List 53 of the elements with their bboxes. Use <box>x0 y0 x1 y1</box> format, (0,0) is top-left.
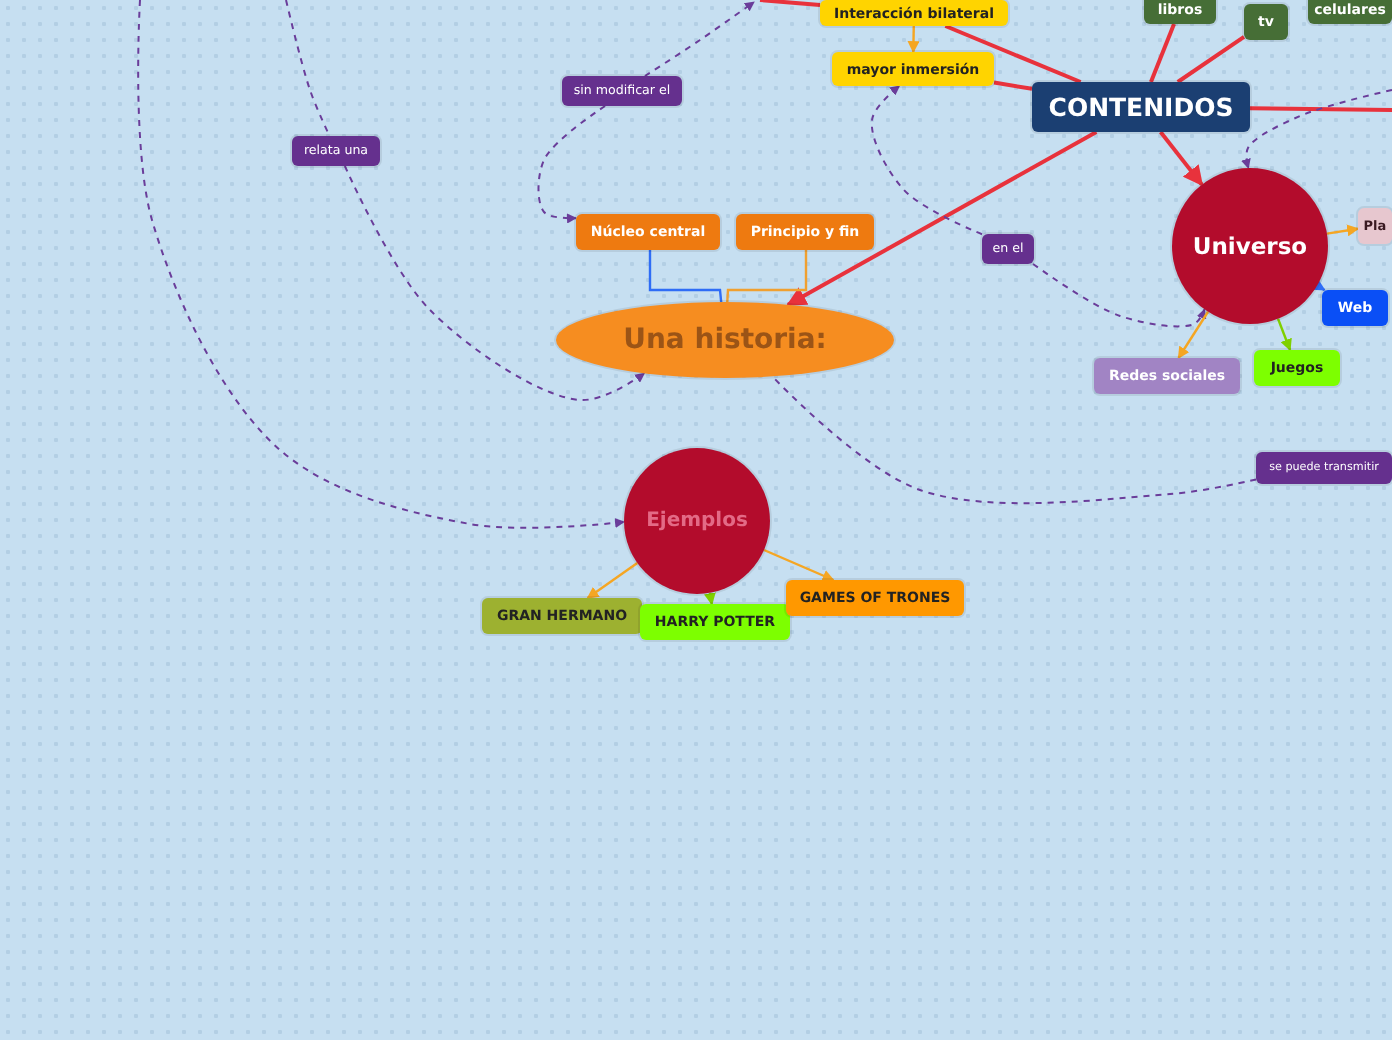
dashed-connector <box>1241 89 1392 169</box>
connector <box>1177 311 1210 359</box>
dashed-connector <box>343 165 646 401</box>
dashed-connector <box>137 0 625 529</box>
central-topic-ellipse <box>556 302 894 378</box>
connector <box>993 80 1033 91</box>
connector <box>763 548 835 582</box>
topic-box <box>1256 452 1392 484</box>
topic-box <box>736 214 874 250</box>
connector <box>1326 224 1360 237</box>
topic-box <box>640 604 790 640</box>
connector <box>648 248 723 303</box>
topic-box <box>576 214 720 250</box>
topic-box <box>1244 4 1288 40</box>
topic-box <box>1254 350 1340 386</box>
node-label: Una historia: <box>623 324 827 356</box>
topic-box <box>482 598 642 634</box>
dashed-connector <box>771 375 1257 505</box>
connector <box>907 25 920 54</box>
topic-box <box>1322 290 1388 326</box>
connector <box>1312 279 1326 292</box>
topic-box <box>832 52 994 86</box>
dashed-connector <box>537 105 607 224</box>
connector <box>1249 106 1392 112</box>
connector <box>586 562 638 599</box>
dashed-connector <box>285 0 331 137</box>
dashed-connector <box>643 1 755 77</box>
topic-box <box>292 136 380 166</box>
connector <box>786 130 1098 307</box>
dashed-connector <box>1032 263 1207 328</box>
connector <box>759 0 821 8</box>
dashed-connector <box>870 85 983 236</box>
topic-circle <box>1172 168 1328 324</box>
connector <box>944 24 1082 84</box>
topic-circle <box>624 448 770 594</box>
node-label: Universo <box>1192 232 1308 260</box>
topic-box <box>1308 0 1392 24</box>
topic-box <box>562 76 682 106</box>
topic-box <box>1144 0 1216 24</box>
connector <box>1149 23 1176 83</box>
connector <box>1276 318 1292 352</box>
topic-box <box>786 580 964 616</box>
connector <box>726 248 808 303</box>
topic-box <box>1094 358 1240 394</box>
connector <box>704 592 716 606</box>
node-label: CONTENIDOS <box>1048 92 1234 122</box>
topic-box <box>820 0 1008 26</box>
topic-box <box>1358 208 1392 244</box>
topic-box <box>982 234 1034 264</box>
topic-box <box>1032 82 1250 132</box>
connector <box>1159 130 1204 187</box>
connector <box>1176 35 1246 84</box>
node-label: Ejemplos <box>646 510 748 532</box>
